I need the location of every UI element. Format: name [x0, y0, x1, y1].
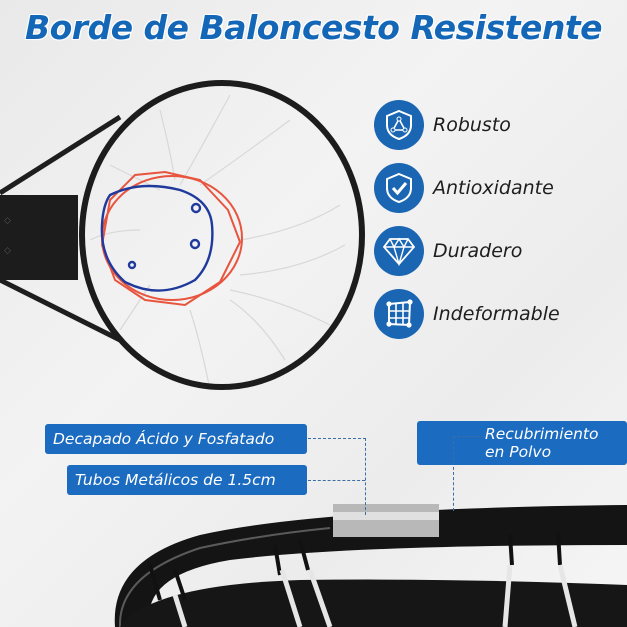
page-title: Borde de Baloncesto Resistente — [24, 8, 603, 47]
svg-text:◇: ◇ — [4, 246, 11, 256]
rim-bracket: ◇ ◇ — [0, 114, 122, 343]
blue-net — [100, 184, 214, 292]
feature-duradero: Duradero — [374, 225, 522, 277]
diamond-icon — [374, 226, 424, 276]
leader-line-pickling — [308, 438, 366, 515]
red-net — [100, 170, 243, 307]
rim-closeup — [114, 504, 627, 627]
feature-indeformable: Indeformable — [374, 288, 560, 340]
leader-line-tubes — [308, 480, 365, 481]
rim-top-view — [79, 80, 365, 390]
feature-label: Robusto — [433, 114, 511, 136]
callout-coating-line2: en Polvo — [485, 443, 552, 461]
feature-robusto: Robusto — [374, 99, 511, 151]
leader-line-coating — [453, 436, 484, 511]
callout-tubes: Tubos Metálicos de 1.5cm — [67, 465, 307, 495]
svg-text:◇: ◇ — [4, 216, 11, 226]
callout-coating-line1: Recubrimiento — [485, 425, 599, 443]
feature-antioxidante: Antioxidante — [374, 162, 554, 214]
feature-label: Duradero — [433, 240, 523, 262]
grid-frame-icon — [374, 289, 424, 339]
shield-triangle-icon — [374, 100, 424, 150]
shield-check-icon — [374, 163, 424, 213]
callout-pickling: Decapado Ácido y Fosfatado — [45, 424, 307, 454]
feature-label: Indeformable — [433, 303, 560, 325]
feature-label: Antioxidante — [433, 177, 554, 199]
callout-coating: Recubrimiento en Polvo — [417, 421, 627, 465]
